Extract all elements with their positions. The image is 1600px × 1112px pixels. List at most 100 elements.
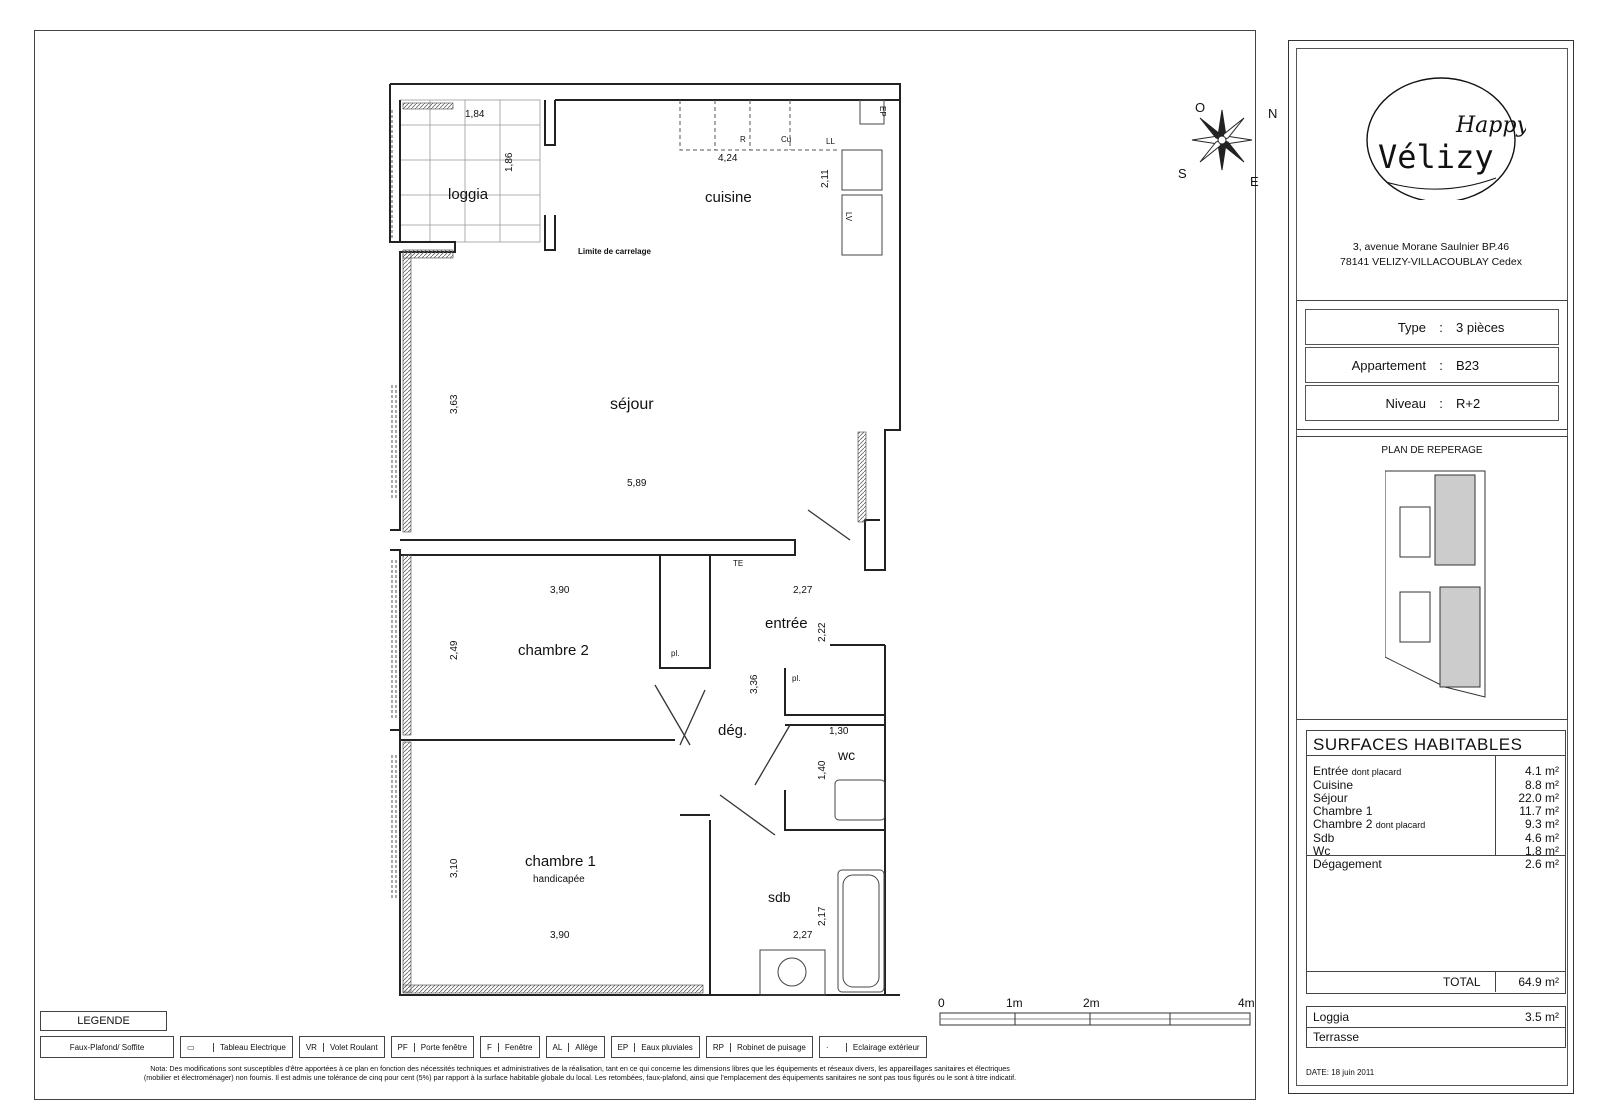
total-value: 64.9 m² [1518, 975, 1559, 989]
loggia-tiles [399, 99, 541, 243]
dim-sdb-h: 2,17 [817, 906, 828, 926]
reperage-box: PLAN DE REPERAGE [1296, 436, 1568, 720]
sdb-fixtures [759, 779, 886, 996]
dim-entree-h: 2,22 [817, 622, 828, 642]
reperage-map [1385, 470, 1486, 698]
loggia-value: 3.5 m² [1524, 1010, 1559, 1024]
address-line1: 3, avenue Morane Saulnier BP.46 [1352, 241, 1510, 253]
scale-bar [939, 1012, 1251, 1026]
dim-wc-h: 1,40 [817, 760, 828, 780]
compass [1191, 109, 1253, 171]
note-line-2: (mobilier et électroménager) non fournis… [143, 1073, 1017, 1082]
dim-ch2-w: 3,90 [550, 585, 570, 596]
legend-note: Nota: Des modifications sont susceptible… [80, 1064, 1080, 1082]
insulation-hatch [402, 102, 867, 994]
scale-2m: 2m [1083, 996, 1100, 1010]
scale-1m: 1m [1006, 996, 1023, 1010]
label-ll: LL [826, 137, 835, 146]
note-line-1: Nota: Des modifications sont susceptible… [150, 1064, 1010, 1073]
kitchen-counter [679, 100, 840, 151]
info-row-niveau: Niveau : R+2 [1305, 385, 1559, 421]
room-sdb: sdb [768, 889, 791, 905]
loggia-box: Loggia 3.5 m² Terrasse [1306, 1006, 1566, 1048]
label-cu: Cu [781, 135, 791, 144]
legend-tableau-electrique: ▭Tableau Electrique [180, 1036, 293, 1058]
info-key-appartement: Appartement [1351, 357, 1426, 373]
dim-cuisine-h: 2,11 [820, 169, 831, 188]
info-key-type: Type [1397, 319, 1426, 335]
label-te: TE [733, 559, 743, 568]
room-loggia: loggia [448, 186, 489, 203]
title-block [1288, 40, 1574, 1094]
dim-ch1-w: 3,90 [550, 930, 570, 941]
happy-velizy-logo: Happy Vélizy [1366, 77, 1526, 200]
drawing-frame [34, 30, 1256, 1100]
dim-sejour-h: 3,63 [449, 394, 460, 414]
dim-loggia-h: 1,86 [504, 152, 515, 172]
compass-o: O [1195, 100, 1205, 115]
info-row-appartement: Appartement : B23 [1305, 347, 1559, 383]
legend-title: LEGENDE [40, 1011, 167, 1031]
logo-velizy: Vélizy [1378, 138, 1494, 176]
label-r: R [740, 135, 746, 144]
room-wc: wc [837, 747, 855, 763]
label-lv: LV [844, 212, 853, 222]
total-label: TOTAL [1443, 975, 1481, 989]
compass-e: E [1250, 174, 1259, 189]
room-cuisine: cuisine [705, 189, 752, 206]
plan-date: DATE: 18 juin 2011 [1306, 1068, 1375, 1077]
dim-deg-h: 3,36 [749, 674, 760, 694]
room-chambre2: chambre 2 [518, 642, 589, 659]
scale-4m: 4m [1238, 996, 1255, 1010]
dim-loggia-w: 1,84 [465, 109, 485, 120]
dim-ch2-h: 2,49 [449, 640, 460, 660]
legend-eclairage-exterieur: ·Eclairage extérieur [818, 1036, 927, 1058]
label-ep: EP [878, 106, 887, 117]
info-row-type: Type : 3 pièces [1305, 309, 1559, 345]
room-sejour: séjour [610, 396, 654, 413]
label-pl-1: pl. [671, 649, 679, 658]
dim-sdb-w: 2,27 [793, 930, 813, 941]
logo-happy: Happy [1455, 113, 1526, 138]
scale-0: 0 [938, 996, 945, 1010]
room-deg: dég. [718, 722, 747, 739]
dim-cuisine-w: 4,24 [718, 153, 738, 164]
info-value-niveau: R+2 [1456, 395, 1481, 411]
room-chambre1-sub: handicapée [533, 874, 585, 885]
info-value-type: 3 pièces [1456, 319, 1505, 335]
compass-s: S [1178, 166, 1187, 181]
kitchen-sink [841, 99, 885, 256]
legend-faux-plafond: Faux-Plafond/ Soffite [40, 1036, 174, 1058]
surfaces-total-row: TOTAL 64.9 m² [1307, 971, 1565, 992]
info-box: Type : 3 pièces Appartement : B23 Niveau… [1296, 300, 1568, 430]
legend-bar: Faux-Plafond/ Soffite ▭Tableau Electriqu… [40, 1036, 933, 1058]
label-pl-2: pl. [792, 674, 800, 683]
doors [654, 509, 851, 836]
info-key-niveau: Niveau [1385, 395, 1426, 411]
compass-n: N [1268, 106, 1277, 121]
dim-ch1-h: 3,10 [449, 858, 460, 878]
reperage-title: PLAN DE REPERAGE [1381, 445, 1483, 456]
loggia-label: Loggia [1313, 1010, 1350, 1024]
surfaces-title: SURFACES HABITABLES [1313, 735, 1523, 754]
address-line2: 78141 VELIZY-VILLACOUBLAY Cedex [1340, 256, 1522, 268]
windows [391, 110, 397, 900]
walls [389, 83, 901, 996]
dim-wc-w: 1,30 [829, 726, 849, 737]
label-limite-carrelage: Limite de carrelage [578, 247, 651, 256]
room-entree: entrée [765, 615, 808, 632]
terrasse-label: Terrasse [1313, 1030, 1360, 1044]
